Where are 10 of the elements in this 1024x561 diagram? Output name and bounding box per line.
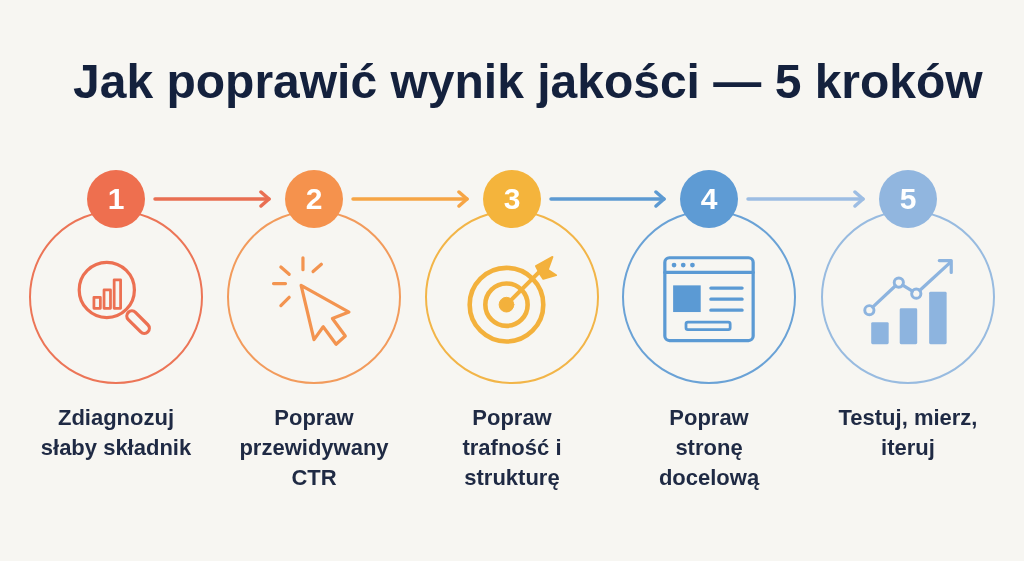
step-label: Popraw trafność i strukturę xyxy=(461,404,563,492)
arrow xyxy=(351,190,469,208)
arrow xyxy=(153,190,271,208)
step-label: Testuj, mierz, iteruj xyxy=(837,404,979,462)
title: Jak poprawić wynik jakości — 5 kroków xyxy=(73,54,983,110)
step-label: Zdiagnozuj słaby składnik xyxy=(39,404,193,462)
arrow xyxy=(549,190,666,208)
step-label: Popraw stronę docelową xyxy=(657,404,761,492)
step-label: Popraw przewidywany CTR xyxy=(238,404,390,492)
arrow xyxy=(746,190,865,208)
